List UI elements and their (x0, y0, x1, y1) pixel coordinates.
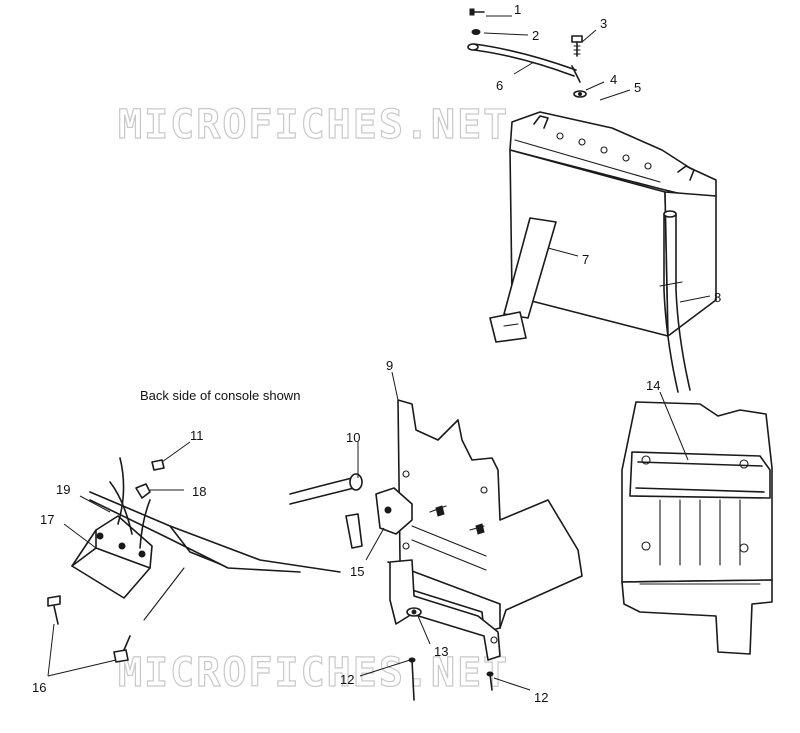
bolts-bracket (429, 505, 485, 535)
callout-15: 15 (350, 564, 364, 579)
console-caption: Back side of console shown (140, 388, 300, 403)
nut-4 (573, 90, 587, 98)
callout-18: 18 (192, 484, 206, 499)
callout-8: 8 (714, 290, 721, 305)
ground-cable (289, 473, 363, 505)
fastener-12b (486, 671, 494, 691)
battery (509, 111, 717, 337)
callout-16: 16 (32, 680, 46, 695)
battery-strap (489, 217, 557, 343)
washer-2 (471, 29, 481, 35)
callout-9: 9 (386, 358, 393, 373)
callout-10: 10 (346, 430, 360, 445)
bolt-3 (571, 35, 583, 57)
wire-harness (89, 457, 341, 621)
watermark-bottom: MICROFICHES.NET (118, 650, 509, 696)
callout-12b: 12 (534, 690, 548, 705)
callout-19: 19 (56, 482, 70, 497)
vent-tube (659, 210, 691, 393)
hold-down-bracket (467, 43, 581, 83)
nut-13 (406, 607, 422, 617)
terminal-block (345, 487, 413, 549)
callout-12a: 12 (340, 672, 354, 687)
screw-11 (151, 459, 165, 471)
mounting-bracket (387, 399, 583, 661)
callout-7: 7 (582, 252, 589, 267)
voltage-regulator (71, 515, 153, 599)
leader-lines (47, 15, 711, 691)
battery-box (621, 401, 773, 655)
callout-14: 14 (646, 378, 660, 393)
callout-13: 13 (434, 644, 448, 659)
callout-3: 3 (600, 16, 607, 31)
callout-5: 5 (634, 80, 641, 95)
cable-clip-18 (135, 483, 151, 499)
fastener-12a (408, 657, 416, 701)
screw-16b (113, 635, 131, 663)
watermark-top: MICROFICHES.NET (118, 102, 509, 148)
callout-6: 6 (496, 78, 503, 93)
callout-1: 1 (514, 2, 521, 17)
callout-17: 17 (40, 512, 54, 527)
screw-1 (469, 8, 485, 16)
screw-16a (47, 595, 61, 625)
callout-2: 2 (532, 28, 539, 43)
callout-11: 11 (190, 428, 204, 443)
callout-4: 4 (610, 72, 617, 87)
